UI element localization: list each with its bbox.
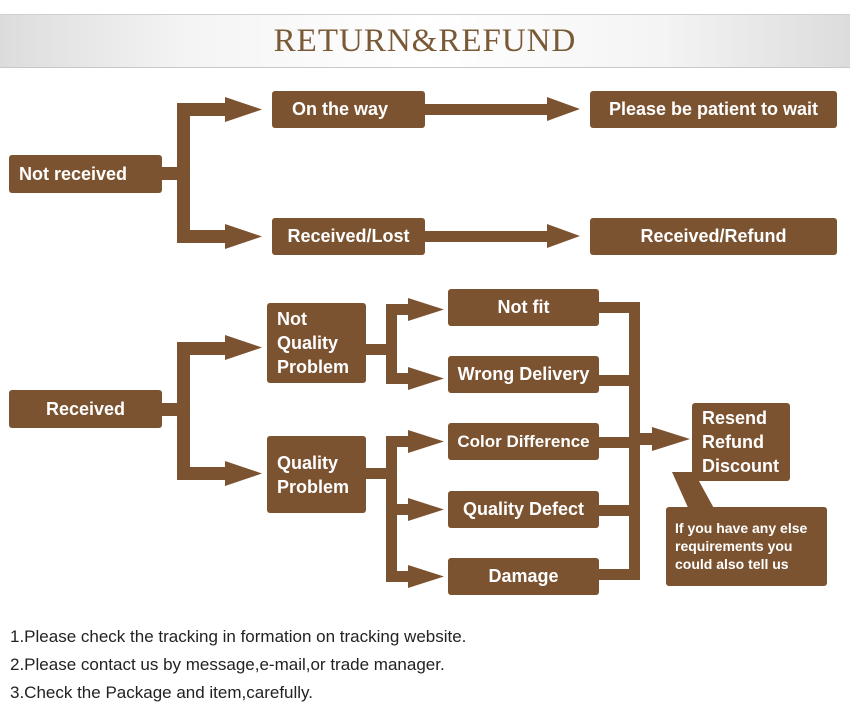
arrow-to-received-refund — [547, 224, 580, 248]
connector-to-quality-defect — [386, 504, 410, 515]
connector-received-vertical — [177, 342, 190, 480]
note-tail — [672, 472, 716, 512]
arrow-to-not-quality — [225, 335, 262, 360]
on-the-way-label: On the way — [292, 99, 389, 119]
wrong-delivery-label: Wrong Delivery — [457, 364, 590, 384]
instruction-1: 1.Please check the tracking in formation… — [10, 627, 467, 646]
note-bubble: If you have any else requirements you co… — [666, 507, 827, 586]
damage-box: Damage — [448, 558, 599, 595]
connector-not-quality-vertical — [386, 304, 397, 384]
received-box: Received — [9, 390, 162, 428]
connector-to-not-fit — [386, 304, 410, 315]
instructions-list: 1.Please check the tracking in formation… — [10, 623, 466, 707]
connector-to-damage — [386, 571, 410, 582]
received-refund-box: Received/Refund — [590, 218, 837, 255]
connector-to-on-the-way — [177, 103, 227, 116]
not-fit-box: Not fit — [448, 289, 599, 326]
note-line-2: requirements you — [675, 538, 793, 554]
color-difference-box: Color Difference — [448, 423, 599, 460]
quality-defect-box: Quality Defect — [448, 491, 599, 528]
not-received-label: Not received — [19, 163, 128, 184]
connector-top-vertical — [177, 103, 190, 243]
not-quality-line-1: Not — [277, 309, 307, 329]
instruction-2: 2.Please contact us by message,e-mail,or… — [10, 655, 445, 674]
arrow-to-please-wait — [547, 97, 580, 121]
not-quality-line-3: Problem — [277, 357, 350, 377]
connector-not-quality-stub — [365, 344, 391, 355]
damage-label: Damage — [488, 566, 559, 586]
quality-line-2: Problem — [277, 476, 350, 497]
not-fit-label: Not fit — [497, 297, 550, 317]
quality-defect-label: Quality Defect — [462, 499, 585, 519]
outcome-box: Resend Refund Discount — [692, 403, 790, 481]
received-label: Received — [45, 398, 126, 419]
not-quality-line-2: Quality — [277, 333, 339, 353]
received-lost-box: Received/Lost — [272, 218, 425, 255]
please-wait-label: Please be patient to wait — [608, 99, 819, 119]
arrow-to-color-difference — [408, 430, 444, 453]
connector-on-the-way-to-wait — [424, 104, 549, 115]
quality-problem-box: Quality Problem — [267, 436, 366, 513]
arrow-to-damage — [408, 565, 444, 588]
color-difference-label: Color Difference — [457, 431, 590, 451]
please-wait-box: Please be patient to wait — [590, 91, 837, 128]
arrow-to-received-lost — [225, 224, 262, 249]
connector-to-outcome — [629, 433, 655, 445]
connector-to-color-difference — [386, 436, 410, 447]
note-line-1: If you have any else — [675, 520, 808, 536]
arrow-to-not-fit — [408, 298, 444, 321]
quality-line-1: Quality — [277, 452, 339, 473]
not-quality-problem-box: Not Quality Problem — [267, 303, 366, 383]
title-banner: RETURN&REFUND — [0, 14, 850, 68]
received-refund-label: Received/Refund — [640, 226, 787, 246]
arrow-to-wrong-delivery — [408, 367, 444, 390]
not-received-box: Not received — [9, 155, 162, 193]
connector-to-received-lost — [177, 230, 227, 243]
connector-wrong-delivery-out — [598, 375, 640, 386]
connector-lost-to-refund — [424, 231, 549, 242]
arrow-to-on-the-way — [225, 97, 262, 122]
arrow-to-quality — [225, 461, 262, 486]
connector-color-difference-out — [598, 437, 630, 448]
arrow-to-quality-defect — [408, 498, 444, 521]
page-title: RETURN&REFUND — [273, 23, 577, 59]
connector-not-fit-out — [598, 302, 640, 313]
outcome-line-discount: Discount — [702, 456, 780, 476]
connector-to-not-quality — [177, 342, 227, 355]
connector-to-wrong-delivery — [386, 373, 410, 384]
note-line-3: could also tell us — [675, 556, 789, 572]
received-lost-label: Received/Lost — [287, 226, 410, 246]
connector-to-quality — [177, 467, 227, 480]
outcome-line-refund: Refund — [702, 432, 764, 452]
on-the-way-box: On the way — [272, 91, 425, 128]
connector-quality-stub — [365, 468, 391, 479]
instruction-3: 3.Check the Package and item,carefully. — [10, 683, 314, 702]
connector-damage-out — [598, 569, 640, 580]
wrong-delivery-box: Wrong Delivery — [448, 356, 599, 393]
arrow-to-outcome — [652, 427, 690, 451]
outcome-line-resend: Resend — [702, 408, 768, 428]
connector-quality-defect-out — [598, 505, 640, 516]
